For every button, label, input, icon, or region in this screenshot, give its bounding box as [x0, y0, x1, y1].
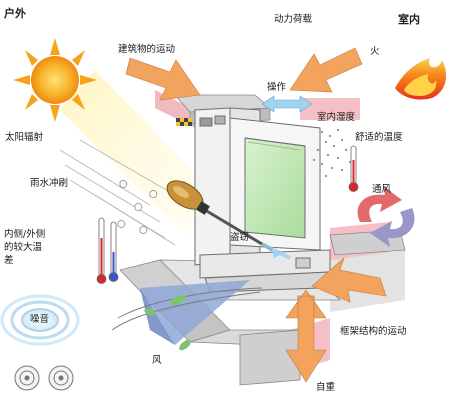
ventilation-arrows-icon — [357, 186, 415, 247]
rain-drops — [117, 180, 158, 234]
gravity-arrow — [285, 289, 327, 383]
label-wind: 风 — [152, 355, 162, 366]
building-movement-arrow — [125, 57, 201, 101]
label-temperature-difference: 内侧/外侧的较大温差 — [4, 229, 46, 266]
fire-icon — [395, 58, 447, 100]
wind-icon — [111, 280, 263, 351]
seal-strip — [176, 118, 192, 126]
thermometer-indoor-icon — [348, 145, 359, 192]
speaker-icon — [14, 365, 74, 391]
frame-movement-arrow — [311, 257, 387, 303]
label-fire: 火 — [370, 46, 380, 57]
label-outdoor: 户外 — [4, 7, 26, 20]
label-burglary: 盗窃 — [230, 232, 250, 243]
label-indoor: 室内 — [398, 13, 420, 26]
label-ventilation: 通风 — [372, 184, 392, 195]
label-rain-wash: 雨水冲刷 — [30, 178, 69, 189]
screwdriver-icon — [166, 180, 291, 260]
label-indoor-humidity: 室内湿度 — [317, 112, 356, 123]
label-comfort-temperature: 舒适的温度 — [355, 132, 403, 143]
label-gravity: 自重 — [316, 382, 336, 393]
noise-waves-icon — [0, 294, 80, 346]
sun-icon — [13, 38, 97, 122]
rain-streaks — [59, 139, 176, 246]
label-frame-movement: 框架结构的运动 — [340, 326, 407, 337]
dynamic-load-arrow — [289, 47, 363, 93]
humidity-dots — [312, 128, 352, 178]
label-noise: 噪音 — [30, 314, 50, 325]
label-operation: 操作 — [267, 82, 287, 93]
operation-arrow — [261, 95, 313, 113]
label-solar-radiation: 太阳辐射 — [5, 132, 44, 143]
window-frame — [194, 107, 331, 293]
label-dynamic-load: 动力荷载 — [274, 14, 313, 25]
thermometer-outdoor-icon — [96, 217, 119, 284]
label-building-movement: 建筑物的运动 — [118, 44, 176, 55]
